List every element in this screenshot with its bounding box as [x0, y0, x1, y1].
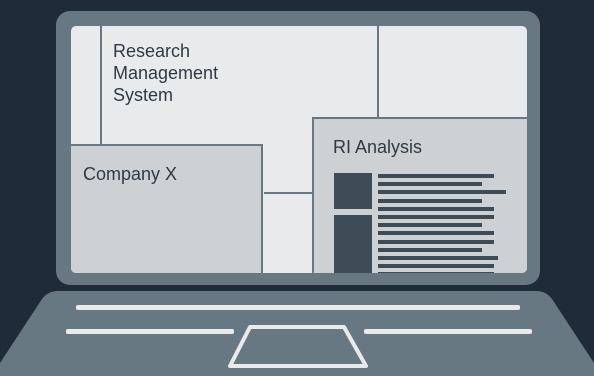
document-text-line: [378, 198, 482, 203]
document-text-line: [378, 231, 494, 236]
research-system-title: Research Management System: [113, 40, 273, 106]
divider-line: [100, 26, 102, 144]
document-text-line: [378, 264, 494, 269]
divider-line: [264, 192, 314, 194]
trackpad-icon: [228, 325, 368, 368]
company-label: Company X: [83, 164, 178, 184]
document-text-line: [378, 256, 498, 260]
research-system-title-line: Research: [113, 41, 191, 61]
ri-analysis-panel: RI Analysis: [312, 117, 527, 273]
company-panel: Company X: [71, 144, 263, 273]
laptop-icon: [0, 291, 594, 376]
document-text-line: [378, 223, 482, 228]
document-text-line: [378, 206, 494, 211]
document-thumbnail: [334, 173, 372, 209]
document-text-line: [378, 215, 494, 219]
ri-analysis-label: RI Analysis: [333, 137, 423, 157]
research-system-title-line: Management: [113, 63, 219, 83]
document-text-line: [378, 182, 482, 187]
document-text-line: [378, 190, 506, 195]
laptop-screen: Research Management System Company X RI …: [71, 26, 527, 273]
divider-line: [377, 26, 379, 117]
document-thumbnail: [334, 215, 372, 273]
document-text-line: [378, 239, 494, 244]
document-text-line: [378, 272, 494, 273]
document-text-line: [378, 174, 494, 178]
research-system-title-line: System: [113, 85, 174, 105]
document-text-line: [378, 247, 482, 252]
